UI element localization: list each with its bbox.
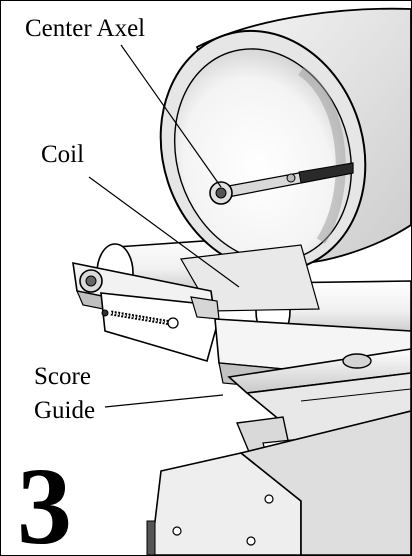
center-axel-label: Center Axel [25,15,146,42]
leader-line-center-axel [120,44,222,188]
score-guide-label-line2: Guide [34,397,96,424]
step-number: 3 [17,445,72,556]
coil [159,7,411,273]
machine-base [146,410,411,555]
coil-label: Coil [41,141,85,168]
side-plate [100,292,220,362]
center-axel [209,162,354,205]
leader-line-coil [88,176,240,288]
score-guide-label-line1: Score [34,363,91,390]
leader-line-score-guide [104,394,224,408]
